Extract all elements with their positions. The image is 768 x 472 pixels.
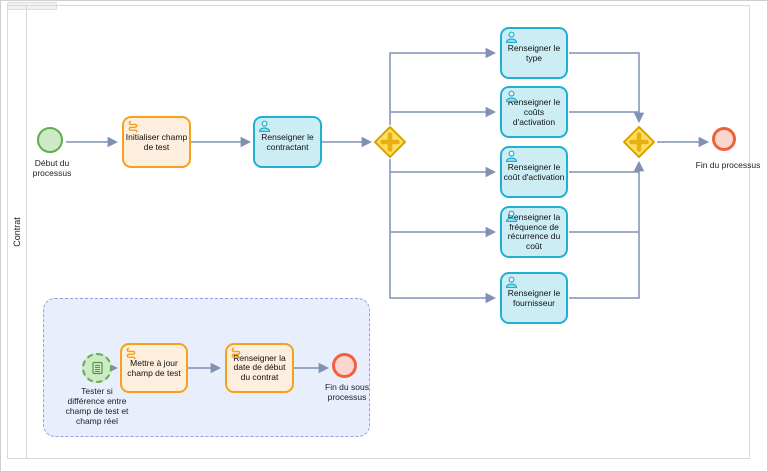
end-event[interactable] <box>712 127 736 151</box>
task-renseigner-cout-activation[interactable]: Renseigner le coût d'activation <box>500 146 568 198</box>
task-renseigner-date-debut[interactable]: Renseigner la date de début du contrat <box>225 343 294 393</box>
task-mettre-a-jour[interactable]: Mettre à jour champ de test <box>120 343 188 393</box>
flow-gateway-to-type[interactable] <box>389 47 497 125</box>
task-label: Mettre à jour champ de test <box>127 358 181 378</box>
task-label: Renseigner le type <box>507 43 561 63</box>
parallel-gateway-join[interactable] <box>622 125 656 159</box>
pool-name-band-divider <box>26 5 27 459</box>
gateway-plus-icon <box>629 132 649 152</box>
end-event-label: Fin du processus <box>695 160 761 170</box>
conditional-event-icon <box>91 361 103 375</box>
gateway-plus-icon <box>380 132 400 152</box>
sub-end-event-label: Fin du sous processus <box>325 382 369 402</box>
task-label: Initialiser champ de test <box>125 132 188 152</box>
user-task-icon <box>505 210 518 222</box>
conditional-start-event[interactable] <box>82 353 112 383</box>
task-label: Renseigner le fournisseur <box>507 288 561 308</box>
task-renseigner-frequence[interactable]: Renseigner la fréquence de récurrence du… <box>500 206 568 258</box>
parallel-gateway-split[interactable] <box>373 125 407 159</box>
start-event-label: Début du processus <box>32 158 72 178</box>
user-task-icon <box>505 276 518 288</box>
task-renseigner-contractant[interactable]: Renseigner le contractant <box>253 116 322 168</box>
task-label: Renseigner le coût d'activation <box>503 162 565 182</box>
user-task-icon <box>258 120 271 132</box>
task-initialiser-champ[interactable]: Initialiser champ de test <box>122 116 191 168</box>
user-task-icon <box>505 90 518 102</box>
task-renseigner-couts-activation[interactable]: Renseigner le coûts d'activation <box>500 86 568 138</box>
flow-fournisseur-to-join[interactable] <box>569 160 645 299</box>
task-label: Renseigner le contractant <box>261 132 314 152</box>
pool-contrat[interactable] <box>7 5 750 459</box>
script-task-icon <box>126 347 136 360</box>
start-event[interactable] <box>37 127 63 153</box>
user-task-icon <box>505 31 518 43</box>
sub-end-event[interactable] <box>332 353 357 378</box>
flow-type-to-join[interactable] <box>569 52 645 124</box>
flow-gateway-to-fournisseur[interactable] <box>389 159 497 304</box>
script-task-icon <box>128 120 138 133</box>
task-renseigner-type[interactable]: Renseigner le type <box>500 27 568 79</box>
user-task-icon <box>505 150 518 162</box>
script-task-icon <box>231 347 241 360</box>
conditional-start-event-label: Tester si différence entre champ de test… <box>65 386 129 426</box>
task-renseigner-fournisseur[interactable]: Renseigner le fournisseur <box>500 272 568 324</box>
